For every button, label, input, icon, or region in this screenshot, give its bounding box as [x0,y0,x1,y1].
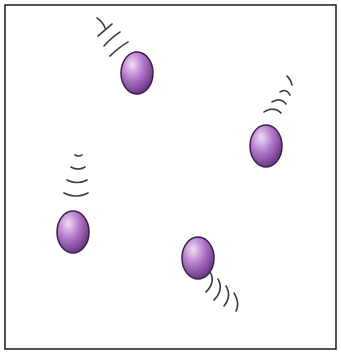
particle-sphere [121,52,153,94]
particle-sphere [250,125,282,167]
particle-sphere [57,211,89,253]
particle-sphere [182,237,214,279]
diagram-frame [5,5,336,349]
